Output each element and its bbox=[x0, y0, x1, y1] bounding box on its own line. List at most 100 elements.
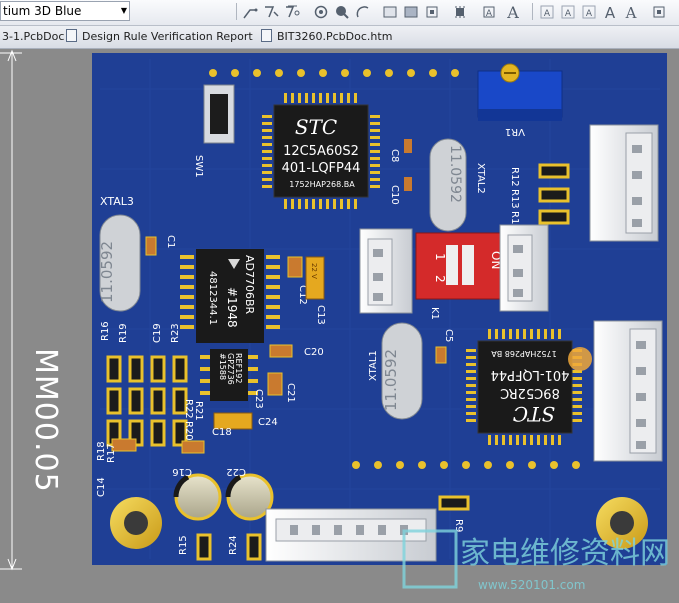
connector-right-bottom bbox=[593, 320, 663, 462]
u1-brand: STC bbox=[295, 115, 337, 139]
capacitor-c23: C23 bbox=[253, 389, 264, 409]
designator-sw1: SW1 bbox=[193, 155, 204, 178]
designator-xtal1: XTAL1 bbox=[368, 350, 379, 381]
document-icon bbox=[261, 29, 272, 42]
designator-r19: R19 bbox=[118, 323, 129, 343]
resistor-r13: R13 bbox=[509, 187, 570, 209]
toolbar-separator bbox=[532, 3, 533, 20]
chevron-down-icon[interactable]: ▼ bbox=[120, 6, 127, 15]
designator-k1: K1 bbox=[429, 307, 440, 320]
u1-package: 401-LQFP44 bbox=[282, 161, 361, 176]
reference-chip: REF192 GPZ736 #1588 bbox=[200, 349, 258, 401]
capacitor-c5: C5 bbox=[435, 329, 454, 364]
resistor-r24: R24 bbox=[228, 533, 262, 561]
potentiometer-vr1: VR1 bbox=[477, 63, 563, 137]
header-pin-row-top bbox=[209, 69, 459, 77]
designator-r21: R21 bbox=[193, 401, 204, 421]
ref-part: REF192 bbox=[234, 353, 243, 383]
mcu-u1: STC 12C5A60S2 401-LQFP44 1752HAP268.BA bbox=[262, 93, 380, 209]
capacitor-c20: C20 bbox=[269, 344, 324, 358]
text-icon[interactable]: A bbox=[480, 2, 498, 21]
designator-r23: R23 bbox=[170, 323, 181, 343]
designator-c18: C18 bbox=[212, 427, 232, 438]
u1-lot: 1752HAP268.BA bbox=[289, 180, 355, 189]
designator-r22: R22 bbox=[183, 399, 194, 419]
designator-c21: C21 bbox=[285, 383, 296, 403]
designator-c19: C19 bbox=[152, 323, 163, 343]
view-scheme-value: tium 3D Blue bbox=[3, 4, 82, 18]
font-large-icon[interactable]: A bbox=[601, 2, 619, 21]
designator-r20: R20 bbox=[183, 421, 194, 441]
tab-design-rule-report[interactable]: Design Rule Verification Report bbox=[66, 28, 253, 46]
designator-r13: R13 bbox=[509, 189, 520, 209]
capacitor-c12: C12 bbox=[287, 256, 308, 305]
dimension-label: MM00.05 bbox=[28, 348, 63, 493]
fill-icon[interactable] bbox=[381, 2, 399, 21]
designator-r9: R9 bbox=[453, 519, 464, 532]
align-right-icon[interactable]: A bbox=[580, 2, 598, 21]
designator-c8: C8 bbox=[389, 149, 400, 162]
document-icon bbox=[66, 29, 77, 42]
designator-c14-label: C14 bbox=[96, 477, 107, 497]
designator-c16: C16 bbox=[172, 466, 192, 477]
text-icon[interactable]: A bbox=[504, 2, 522, 21]
pcb-3d-view[interactable]: MM00.05 SW1 STC bbox=[0, 49, 679, 603]
svg-text:A: A bbox=[544, 9, 551, 19]
toolbar: tium 3D Blue ▼ A A A A A bbox=[0, 0, 679, 26]
align-left-icon[interactable]: A bbox=[538, 2, 556, 21]
ref-code: GPZ736 bbox=[226, 353, 235, 385]
view-scheme-select[interactable]: tium 3D Blue ▼ bbox=[0, 1, 130, 21]
watermark: 家电维修资料网 www.520101.com bbox=[402, 529, 670, 592]
interactive-route-icon[interactable] bbox=[262, 2, 280, 21]
designator-xtal3: XTAL3 bbox=[100, 195, 134, 208]
tab-bit3260-report[interactable]: BIT3260.PcbDoc.htm bbox=[261, 28, 392, 46]
capacitor-c8: C8 bbox=[389, 139, 412, 162]
dip-num-1: 1 bbox=[433, 253, 447, 261]
component-icon[interactable] bbox=[423, 2, 441, 21]
svg-text:A: A bbox=[486, 9, 493, 19]
polygon-icon[interactable] bbox=[402, 2, 420, 21]
capacitor-c1: C1 bbox=[145, 235, 176, 256]
font-small-icon[interactable]: A bbox=[622, 2, 640, 21]
designator-c20: C20 bbox=[304, 347, 324, 358]
u2-brand: STC bbox=[513, 402, 555, 426]
align-center-icon[interactable]: A bbox=[559, 2, 577, 21]
xtal1-value: 11.0592 bbox=[382, 349, 400, 411]
diff-pair-route-icon[interactable] bbox=[283, 2, 301, 21]
u2-package: 401-LQFP44 bbox=[491, 367, 570, 382]
svg-text:A: A bbox=[506, 4, 519, 20]
tantalum-capacitor: 22 V C13 bbox=[305, 256, 326, 325]
crystal-xtal1: 11.0592 XTAL1 bbox=[368, 322, 423, 420]
tab-label: BIT3260.PcbDoc.htm bbox=[277, 30, 393, 43]
tantalum-c24: C24 bbox=[213, 412, 278, 430]
resistor-r15: R15 bbox=[178, 533, 212, 561]
tantalum-badge: 22 V bbox=[310, 263, 318, 279]
svg-text:A: A bbox=[565, 9, 572, 19]
arc-icon[interactable] bbox=[354, 2, 372, 21]
designator-c12: C12 bbox=[297, 285, 308, 305]
adc-lot: 4812344.1 bbox=[207, 271, 218, 325]
resistor-r12: R12 bbox=[509, 163, 570, 187]
tab-label: 3-1.PcbDoc bbox=[2, 30, 65, 43]
watermark-url: www.520101.com bbox=[478, 578, 585, 592]
u2-lot: 1752HAP268 BA bbox=[491, 349, 557, 358]
toolbar-separator bbox=[236, 3, 237, 20]
route-icon[interactable] bbox=[241, 2, 259, 21]
designator-xtal2: XTAL2 bbox=[475, 163, 486, 194]
tab-pcbdoc[interactable]: 3-1.PcbDoc bbox=[2, 28, 64, 46]
string-icon[interactable] bbox=[650, 2, 668, 21]
resistor-array bbox=[106, 355, 188, 447]
dip-num-2: 2 bbox=[433, 275, 447, 283]
crystal-xtal2: 11.0592 XTAL2 bbox=[429, 138, 486, 232]
designator-c23: C23 bbox=[253, 389, 264, 409]
pad-icon[interactable] bbox=[333, 2, 351, 21]
via-icon[interactable] bbox=[312, 2, 330, 21]
capacitor-c14 bbox=[111, 438, 137, 452]
dimension-line: MM00.05 bbox=[0, 49, 63, 571]
header-pin-row-bottom bbox=[352, 461, 580, 469]
designator-r14: R14 bbox=[509, 211, 520, 231]
designator-c22: C22 bbox=[226, 466, 246, 477]
connector-middle-right bbox=[499, 224, 549, 312]
designator-r15: R15 bbox=[178, 535, 189, 555]
component-icon[interactable] bbox=[451, 2, 469, 21]
